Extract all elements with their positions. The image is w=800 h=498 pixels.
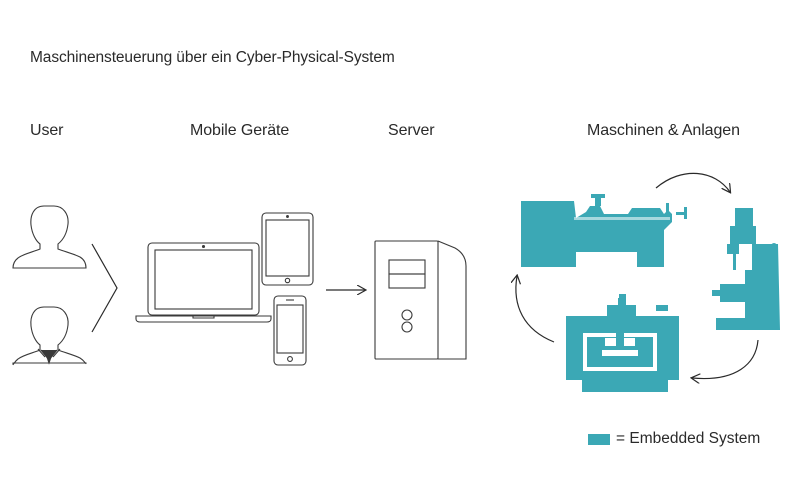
user-with-tie-icon <box>12 306 87 366</box>
column-label-server: Server <box>388 122 435 139</box>
cycle-arrow-cnc-to-lathe <box>516 276 555 343</box>
cnc-machine-icon <box>566 294 679 392</box>
column-label-user: User <box>30 122 64 139</box>
lathe-machine-icon <box>521 194 687 267</box>
legend-label: = Embedded System <box>616 430 761 447</box>
milling-machine-icon <box>712 208 780 330</box>
server-tower-icon <box>374 240 467 360</box>
column-label-mobile-devices: Mobile Geräte <box>190 122 290 139</box>
user-silhouette-icon <box>12 205 87 269</box>
legend: = Embedded System <box>588 430 760 448</box>
laptop-icon <box>135 242 272 323</box>
cycle-arrow-lathe-to-mill <box>655 172 730 192</box>
column-label-machines: Maschinen & Anlagen <box>587 122 740 139</box>
diagram-title: Maschinensteuerung über ein Cyber-Physic… <box>30 49 395 66</box>
tablet-icon <box>261 212 314 286</box>
chevron-right-icon <box>91 243 118 333</box>
legend-swatch-embedded <box>588 433 610 445</box>
smartphone-icon <box>273 295 307 366</box>
cycle-arrow-mill-to-cnc <box>692 339 759 379</box>
